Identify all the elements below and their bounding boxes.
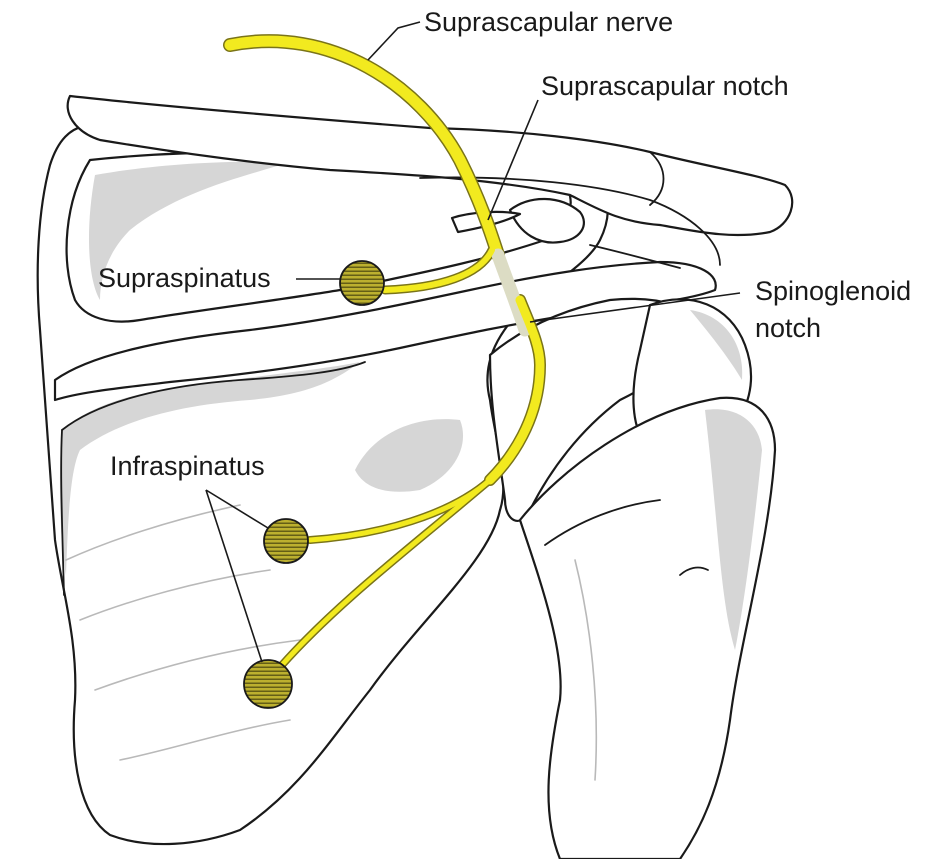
leader-suprascapular-nerve xyxy=(368,22,420,60)
supraspinatus-marker-icon xyxy=(340,261,384,305)
infraspinatus-lower-marker-icon xyxy=(244,660,292,708)
label-suprascapular-nerve: Suprascapular nerve xyxy=(424,7,673,37)
label-spinoglenoid-notch: notch xyxy=(755,313,821,343)
label-supraspinatus: Supraspinatus xyxy=(98,263,271,293)
label-infraspinatus: Infraspinatus xyxy=(110,451,265,481)
label-spinoglenoid: Spinoglenoid xyxy=(755,276,911,306)
humerus xyxy=(490,299,775,859)
label-suprascapular-notch: Suprascapular notch xyxy=(541,71,789,101)
infraspinatus-upper-marker-icon xyxy=(264,519,308,563)
